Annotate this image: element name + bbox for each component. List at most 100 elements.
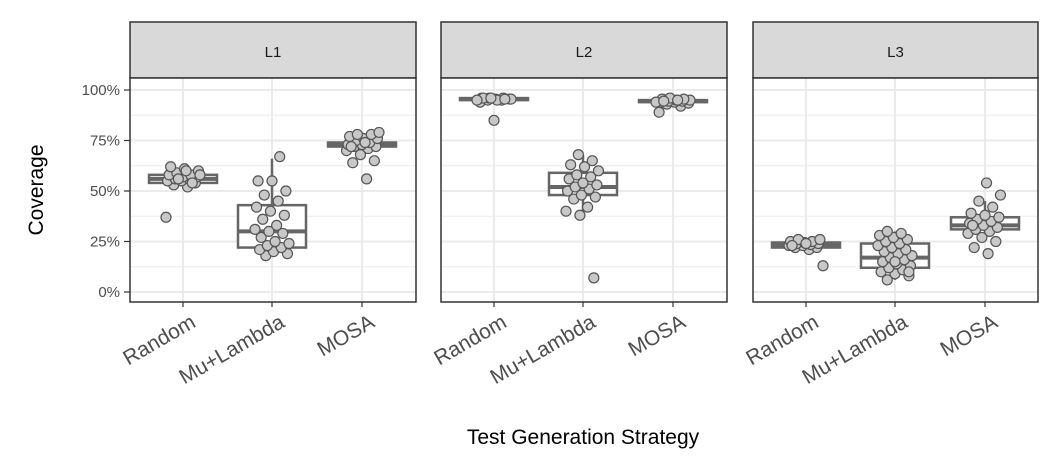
data-point — [881, 274, 893, 286]
data-point — [990, 235, 1002, 248]
data-point — [588, 272, 600, 284]
data-point — [817, 260, 829, 272]
data-point — [881, 225, 893, 237]
strip-background — [752, 21, 1039, 79]
data-point — [283, 237, 295, 250]
data-point — [578, 161, 591, 173]
box-mosa — [637, 92, 709, 118]
data-point — [980, 177, 993, 189]
data-point — [373, 126, 385, 139]
data-point — [257, 213, 269, 225]
data-point — [278, 209, 290, 221]
data-point — [903, 266, 915, 278]
data-point — [274, 151, 286, 163]
strip-background — [440, 21, 728, 79]
y-axis: 0% 25% 50% 75% 100% — [82, 82, 130, 301]
data-point — [982, 248, 994, 260]
data-point — [586, 155, 598, 167]
data-point — [252, 175, 264, 187]
y-tick-label: 100% — [82, 82, 120, 99]
panel-border — [440, 77, 728, 303]
data-point — [255, 231, 267, 244]
data-point — [672, 94, 684, 106]
x-axis-title: Test Generation Strategy — [467, 426, 700, 449]
strip-label: L3 — [887, 44, 904, 61]
strip-background — [129, 21, 417, 79]
data-point — [968, 241, 980, 254]
box-mu-lambda — [859, 225, 931, 286]
data-point — [967, 219, 979, 231]
x-tick-label: MOSA — [624, 310, 689, 361]
box-random — [458, 92, 530, 126]
data-point — [592, 165, 605, 177]
data-point — [172, 173, 184, 185]
panel-border — [129, 77, 417, 303]
y-tick-label: 75% — [90, 133, 120, 150]
data-point — [895, 227, 907, 240]
box-random — [147, 161, 219, 223]
data-point — [653, 106, 665, 118]
data-point — [658, 95, 670, 107]
data-point — [965, 207, 977, 219]
data-point — [800, 237, 812, 250]
data-point — [976, 231, 988, 244]
data-point — [249, 223, 261, 235]
data-point — [814, 233, 826, 246]
data-point — [485, 92, 497, 104]
strip-label: L2 — [576, 44, 593, 61]
data-point — [361, 173, 373, 185]
data-point — [499, 93, 511, 105]
data-point — [266, 175, 278, 187]
box-mosa — [949, 177, 1021, 260]
y-tick-label: 25% — [90, 234, 120, 251]
data-point — [571, 169, 583, 181]
data-point — [582, 201, 594, 213]
data-point — [269, 235, 281, 248]
data-point — [572, 149, 584, 161]
y-tick-label: 0% — [98, 284, 120, 301]
data-point — [345, 140, 357, 153]
data-point — [160, 211, 172, 223]
data-point — [560, 205, 572, 217]
data-point — [264, 205, 277, 217]
data-point — [973, 195, 985, 207]
data-point — [263, 225, 275, 237]
strip-label: L1 — [265, 44, 282, 61]
y-tick-label: 50% — [90, 183, 120, 200]
data-point — [488, 114, 500, 126]
data-point — [585, 171, 597, 183]
data-point — [575, 189, 588, 201]
data-point — [272, 195, 284, 207]
data-point — [577, 177, 589, 189]
panel-l3: L3 — [752, 21, 1039, 303]
data-point — [591, 179, 603, 191]
data-point — [574, 209, 586, 221]
data-point — [786, 239, 798, 252]
data-point — [194, 169, 206, 181]
box-random — [770, 233, 842, 272]
x-tick-label: MOSA — [936, 310, 1001, 361]
data-point — [186, 177, 198, 189]
data-point — [471, 94, 483, 106]
data-point — [979, 209, 991, 221]
data-point — [165, 161, 177, 173]
data-point — [180, 165, 192, 177]
x-tick-label: MOSA — [313, 310, 378, 361]
panels-layer: L1 L2 L3 — [129, 21, 1039, 303]
data-point — [565, 159, 577, 171]
data-point — [368, 155, 380, 167]
data-point — [351, 128, 363, 141]
data-point — [271, 219, 283, 231]
data-point — [258, 189, 270, 201]
y-axis-title: Coverage — [25, 144, 48, 235]
data-point — [994, 189, 1007, 201]
box-mu-lambda — [236, 151, 308, 262]
panel-l1: L1 — [129, 21, 417, 303]
data-point — [589, 191, 601, 203]
panel-l2: L2 — [440, 21, 728, 303]
box-mu-lambda — [547, 149, 619, 284]
data-point — [889, 256, 901, 268]
data-point — [250, 201, 263, 213]
data-point — [277, 227, 289, 240]
